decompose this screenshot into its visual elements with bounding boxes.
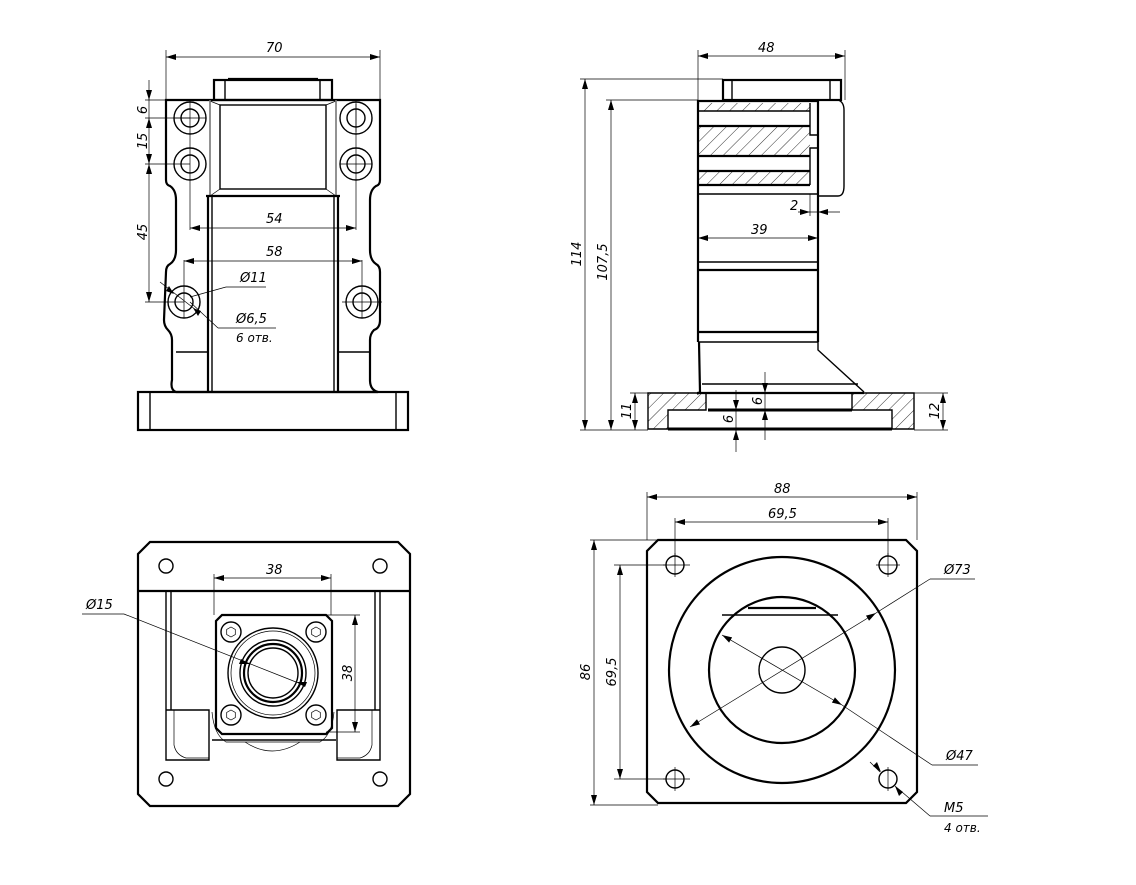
dim-step: 2 [790,199,798,214]
dim-overall-width: 70 [266,41,283,56]
dim-lower-hole-drop: 45 [136,224,151,241]
dim-square-width: 38 [266,563,283,578]
dim-recess-upper: 6 [751,397,766,405]
side-dimensions: 48 114 107,5 11 12 6 6 [570,41,948,452]
dim-counterbore-dia: Ø11 [239,271,267,286]
flange-outline [645,538,919,805]
counterbored-holes [167,100,382,319]
dim-flange-thickness: 12 [928,403,943,420]
dim-flange-height: 86 [579,664,594,681]
dim-flange-width: 88 [774,482,791,497]
flange-dimensions: 88 69,5 86 69,5 Ø73 Ø47 [579,482,988,835]
bottom-view: 38 38 Ø15 [82,540,412,808]
dim-square-height: 38 [341,665,356,682]
dim-body-height: 107,5 [596,243,611,280]
top-cap [212,78,334,102]
dim-flange-hole-spacing-y: 69,5 [605,658,620,687]
dim-overall-height: 114 [570,242,585,267]
dim-flange-hole-spacing-x: 69,5 [768,507,797,522]
front-base [136,390,410,432]
dim-thread: M5 [944,801,964,816]
note-hole-count: 6 отв. [236,331,273,345]
dim-top-offset: 6 [136,106,151,114]
bottom-plate-outline [136,540,412,808]
flange-view: 88 69,5 86 69,5 Ø73 Ø47 [579,482,988,835]
dim-side-width: 48 [758,41,775,56]
dim-inner-width: 54 [266,212,283,227]
dim-hole-pitch: 15 [136,133,151,150]
dim-bore-dia: Ø15 [85,598,113,613]
front-dimensions: 70 6 15 45 54 58 Ø11 [136,41,381,345]
note-thread-count: 4 отв. [944,821,981,835]
dim-body-width: 39 [751,223,768,238]
dim-hole-spacing: 58 [266,245,283,260]
front-view: 70 6 15 45 54 58 Ø11 [136,41,410,432]
bottom-dimensions: 38 38 Ø15 [82,563,360,733]
dim-outer-dia: Ø73 [943,563,971,578]
side-view: 48 114 107,5 11 12 6 6 [570,41,948,452]
dim-flange-height: 11 [620,403,635,420]
dim-recess-lower: 6 [722,415,737,423]
dim-inner-dia: Ø47 [945,749,974,764]
dim-hole-dia: Ø6,5 [235,312,267,327]
